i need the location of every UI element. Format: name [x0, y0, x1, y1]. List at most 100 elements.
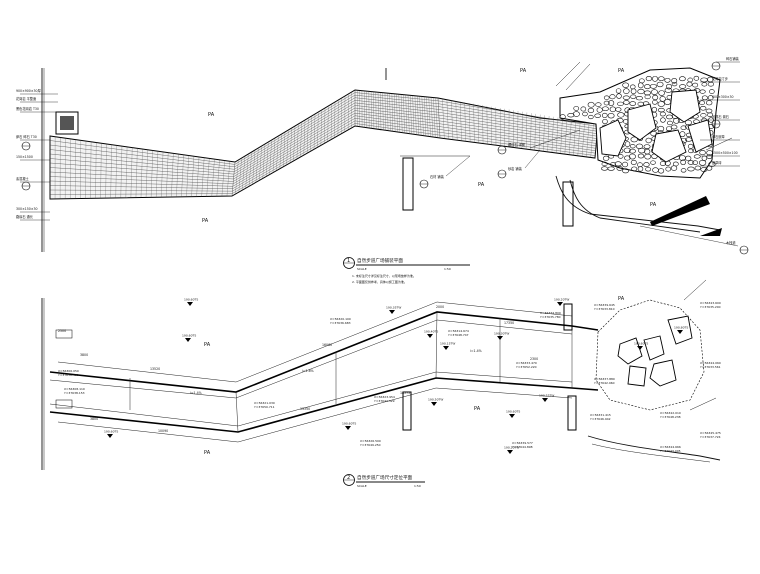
plan1-scale: SCALE — [357, 267, 367, 271]
elevation-triangle — [187, 302, 193, 306]
arrow-wedge — [700, 228, 722, 236]
elevation-triangle — [542, 398, 548, 402]
elevation-label: 190.60TS — [182, 334, 196, 338]
plan2-group: 190.60TS 190.60TS 190.60TS 190.60TS 190.50TW… — [42, 280, 721, 488]
elevation-label: 190.60TS — [506, 410, 520, 414]
dimension-label: 2300 — [530, 357, 538, 361]
coord-y: Y=37637.724 — [700, 435, 721, 439]
cobble — [601, 167, 607, 171]
coord-y: Y=37638.153 — [64, 391, 85, 395]
callout-text: 碎石铺装 — [726, 56, 740, 61]
zone-label: PA — [204, 450, 211, 456]
zone-label: PA — [478, 182, 485, 188]
elevation-label: 190.40TS — [424, 330, 438, 334]
dim-line-top — [58, 302, 572, 382]
elevation-triangle — [497, 336, 503, 340]
elevation-label: 190.20TW — [554, 298, 569, 302]
plan2-stone-3 — [650, 360, 676, 386]
plan2-road-line — [684, 280, 706, 300]
dimension-labels: 2500380013520160601735020003800100901335… — [56, 305, 538, 433]
dimension-label: 13520 — [150, 367, 160, 371]
plan1-note-1: 1. 未标注尺寸详见标注尺寸，以现场放样为准。 — [352, 273, 416, 278]
post-1 — [403, 158, 413, 210]
coord-y: Y=37649.250 — [360, 443, 381, 447]
callout-text: 花岗岩汀步 — [712, 76, 728, 81]
planter-box-fill — [60, 116, 74, 130]
coord-y: Y=37643.005 — [660, 449, 681, 453]
callout-text: 石材 铺装 — [430, 174, 445, 179]
dimension-label: 3800 — [90, 417, 98, 421]
dimension-label: 10090 — [158, 429, 168, 433]
elevation-label: 190.60TS — [634, 342, 648, 346]
zone-label: PA — [618, 296, 625, 302]
road-line-2 — [566, 64, 590, 90]
elevation-label: 190.50TW — [428, 398, 443, 402]
plan2-title-block: 2 自然步道广场尺寸定位平面 SCALE 1:50 — [344, 474, 426, 488]
coord-y: Y=37650.711 — [254, 405, 275, 409]
hatched-wedge — [650, 196, 710, 226]
cobble — [706, 166, 712, 170]
dimension-label: 18575 — [400, 391, 410, 395]
callout-text: 150×1500 — [16, 155, 33, 159]
zone-label: PA — [520, 68, 527, 74]
callout-leader — [525, 150, 540, 168]
elevation-label: 190.60TS — [104, 430, 118, 434]
coord-y: Y=37644.898 — [512, 445, 533, 449]
cobble — [608, 167, 615, 171]
callout-text: 镶边石 详图 — [508, 142, 525, 147]
plan2-number: 2 — [347, 475, 350, 481]
zone-label: PA — [618, 68, 625, 74]
callout-text: 路缘石 通长 — [16, 214, 34, 219]
boardwalk-edge-4 — [592, 444, 710, 462]
coord-y: Y=37648.747 — [448, 333, 469, 337]
dimension-label: 3800 — [80, 353, 88, 357]
dimension-label: i=1.4% — [470, 349, 482, 353]
callout-text: 嵌草砖 — [712, 160, 722, 165]
callout-text: 卵石嵌草 — [712, 134, 726, 139]
callout-text: 600×300×30 — [712, 95, 734, 99]
plan1-title: 自然步道广场铺装平面 — [357, 257, 403, 264]
elevation-triangle — [345, 426, 351, 430]
coord-y: Y=37644.329 — [374, 399, 395, 403]
callout-text: 300×150×30 — [16, 207, 38, 211]
elevation-triangle — [185, 338, 191, 342]
dimension-label: i=1.4% — [190, 391, 202, 395]
plan2-walk-edge-bottom-outer — [50, 378, 598, 432]
coord-y: Y=37648.238 — [660, 415, 681, 419]
coord-y: Y=37636.460 — [58, 373, 79, 377]
callout-text: 900×900×30厚 — [16, 88, 42, 93]
dim-box — [56, 400, 72, 408]
plan1-number: 1 — [347, 258, 350, 264]
dimension-label: 2500 — [58, 329, 66, 333]
dimension-label: 2000 — [436, 305, 444, 309]
dimension-label: 16060 — [322, 343, 332, 347]
plan2-walk-edge-top-outer — [50, 312, 598, 392]
zone-label: PA — [202, 218, 209, 224]
plan2-stone-2 — [644, 336, 664, 360]
elevation-markers: 190.60TS 190.60TS 190.60TS 190.60TS 190.50TW… — [104, 298, 688, 455]
plan1-note-2: 2. 平面图仅供参考，具体以施工图为准。 — [352, 279, 407, 284]
callout-text: 黑色花岗岩 T30 — [16, 106, 39, 111]
plan2-cross-2 — [436, 312, 437, 378]
coord-y: Y=37633.810 — [594, 307, 615, 311]
callout-text: 砂岩 铺装 — [508, 166, 523, 171]
zone-label: PA — [204, 342, 211, 348]
elevation-triangle — [431, 402, 437, 406]
elevation-triangle — [443, 346, 449, 350]
elevation-label: 190.35TW — [386, 306, 401, 310]
elevation-label: 190.30TW — [494, 332, 509, 336]
boardwalk-edge-3 — [588, 436, 720, 460]
zone-label: PA — [650, 202, 657, 208]
dimension-label: i=1.6% — [302, 369, 314, 373]
callout-text: 卵石 碎石 T30 — [16, 134, 37, 139]
road-line-1 — [556, 62, 580, 86]
dimension-label: 13350 — [300, 407, 310, 411]
dim-line-bottom — [58, 388, 572, 442]
callout-text: 木栈道 — [726, 240, 736, 245]
plan2-stone-5 — [628, 366, 646, 386]
elevation-label: 190.15TW — [440, 342, 455, 346]
elevation-triangle — [507, 450, 513, 454]
